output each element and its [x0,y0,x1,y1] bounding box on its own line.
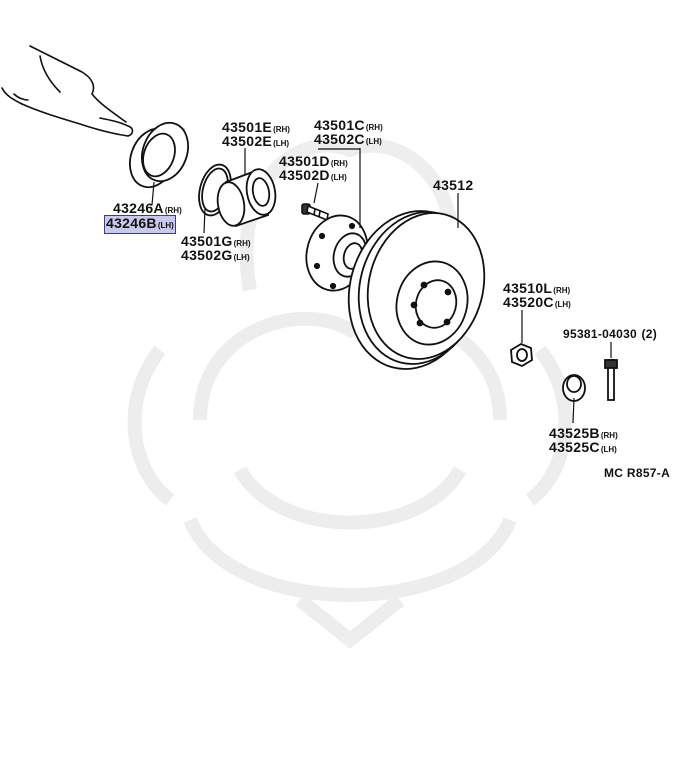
part-number: 43502E [222,133,273,149]
part-label-43246a[interactable]: 43246A(RH) [113,201,182,218]
diagram-reference-code: MC R857-A [604,466,671,480]
part-label-43246b-highlighted[interactable]: 43246B(LH) [104,215,176,234]
part-number: 43510L [503,280,553,296]
part-label-43501g[interactable]: 43501G(RH) [181,234,251,251]
flange-nut-drawing [562,374,586,424]
hex-nut-drawing [510,310,533,368]
part-number: 95381-04030 [563,327,638,341]
side-suffix: (RH) [233,239,251,248]
part-number: 43512 [433,177,474,193]
part-number: 43525C [549,439,600,455]
bearing-drawing [216,148,277,228]
side-suffix: (RH) [365,123,383,132]
part-number: 43246A [113,200,164,216]
part-label-43512[interactable]: 43512 [433,178,473,193]
part-number: 43501E [222,119,273,135]
part-label-43501e[interactable]: 43501E(RH) [222,120,290,137]
side-suffix: (RH) [273,125,290,134]
hub-bolt-drawing [301,182,329,222]
brake-disc-drawing [347,193,486,370]
side-suffix: (RH) [330,159,348,168]
stud-bolt-drawing [604,342,618,401]
part-label-95381-04030[interactable]: 95381-04030 (2) [563,327,657,341]
watermark-logo [127,138,573,649]
part-label-43525b[interactable]: 43525B(RH) [549,426,618,443]
part-label-43502d[interactable]: 43502D(LH) [279,168,347,185]
side-suffix: (LH) [330,173,347,182]
part-label-43501c[interactable]: 43501C(RH) [314,118,383,135]
part-label-43502c[interactable]: 43502C(LH) [314,132,382,149]
part-number: 43520C [503,294,554,310]
pointing-hand-icon [1,45,134,137]
part-number: 43502G [181,247,233,263]
side-suffix: (RH) [600,431,618,440]
side-suffix: (RH) [553,286,571,295]
part-number: 43502C [314,131,365,147]
side-suffix: (LH) [600,445,617,454]
part-number: 43525B [549,425,600,441]
part-number: 43501D [279,153,330,169]
side-suffix: (LH) [365,137,382,146]
quantity: (2) [641,327,658,341]
part-number: 43501C [314,117,365,133]
part-number: 43502D [279,167,330,183]
side-suffix: (LH) [273,139,290,148]
part-label-43502e[interactable]: 43502E(LH) [222,134,289,151]
side-suffix: (LH) [554,300,571,309]
part-label-43525c[interactable]: 43525C(LH) [549,440,617,457]
part-number: 43501G [181,233,233,249]
side-suffix: (LH) [233,253,250,262]
part-label-43501d[interactable]: 43501D(RH) [279,154,348,171]
part-label-43502g[interactable]: 43502G(LH) [181,248,250,265]
part-number: 43246B [106,215,157,231]
part-label-43520c[interactable]: 43520C(LH) [503,295,571,312]
side-suffix: (LH) [157,221,174,230]
side-suffix: (RH) [164,206,182,215]
oil-seal-drawing [129,121,189,206]
part-label-43510l[interactable]: 43510L(RH) [503,281,570,298]
